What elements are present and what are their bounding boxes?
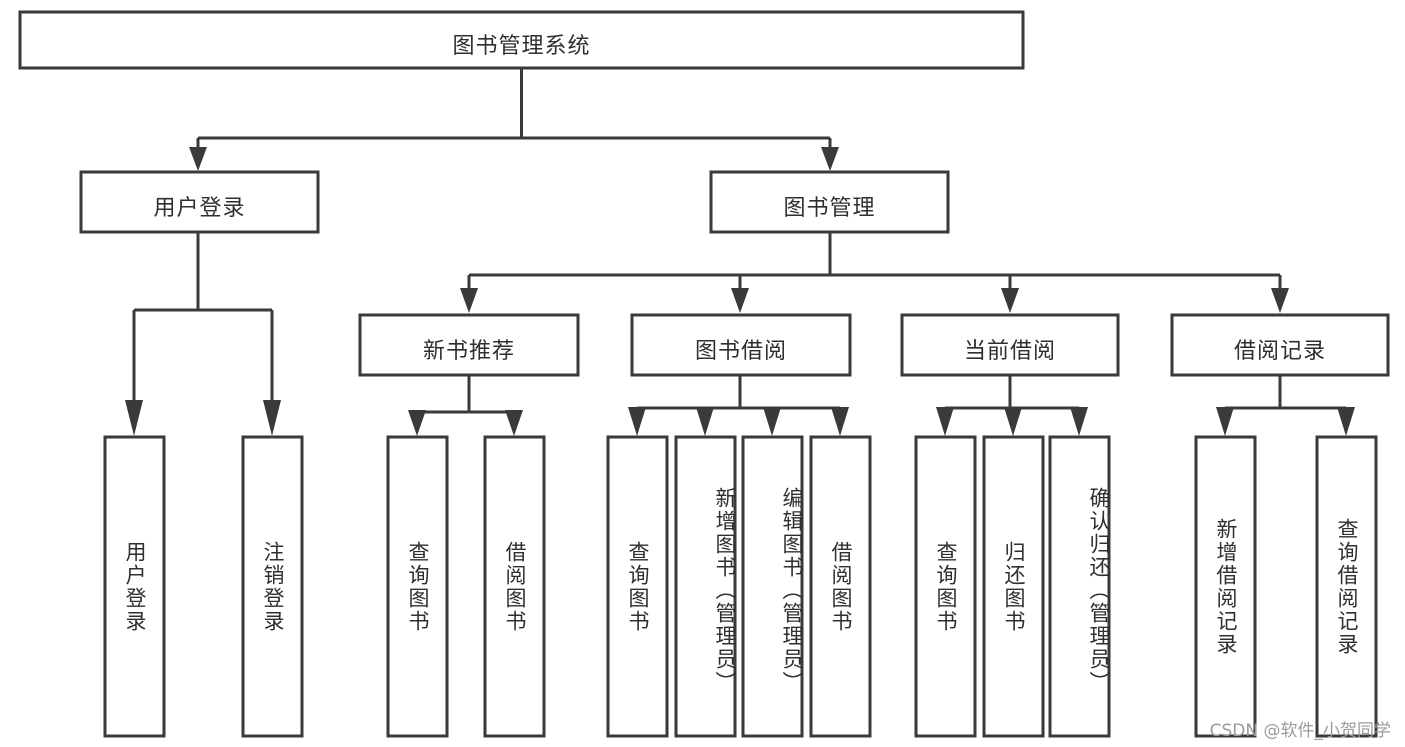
- leaf-box-current-borrow-3[interactable]: [1048, 435, 1111, 738]
- arrowhead-bookborrow-leaf-3: [763, 407, 781, 436]
- arrowhead-borrowrecord-leaf-1: [1216, 407, 1234, 436]
- arrowhead-bookborrow: [731, 288, 749, 313]
- arrowhead-borrowrecord: [1271, 288, 1289, 313]
- arrowhead-newbook-leaf-1: [408, 410, 426, 436]
- node-root-box[interactable]: [18, 10, 1025, 70]
- arrowhead-newbook: [460, 288, 478, 313]
- leaf-box-book-borrow-1[interactable]: [606, 435, 669, 738]
- node-book-management-box[interactable]: [709, 170, 950, 234]
- connector-group: [125, 68, 1355, 436]
- leaf-box-book-borrow-2[interactable]: [674, 435, 737, 738]
- leaf-box-borrow-record-1[interactable]: [1194, 435, 1257, 738]
- node-book-borrow-box[interactable]: [630, 313, 852, 377]
- leaf-box-book-borrow-3[interactable]: [741, 435, 804, 738]
- leaf-box-user-login-2[interactable]: [241, 435, 304, 738]
- leaf-box-book-borrow-4[interactable]: [809, 435, 872, 738]
- node-box-group: [18, 10, 1390, 738]
- leaf-box-new-book-1[interactable]: [386, 435, 449, 738]
- arrowhead-currentborrow: [1001, 288, 1019, 313]
- node-borrow-record-box[interactable]: [1170, 313, 1390, 377]
- arrowhead-currentborrow-leaf-2: [1004, 407, 1022, 436]
- arrowhead-currentborrow-leaf-3: [1070, 407, 1088, 436]
- arrowhead-userlogin: [189, 147, 207, 171]
- arrowhead-bookmgmt: [821, 147, 839, 171]
- node-current-borrow-box[interactable]: [900, 313, 1120, 377]
- arrowhead-logout-leaf: [263, 400, 281, 436]
- leaf-box-borrow-record-2[interactable]: [1315, 435, 1378, 738]
- arrowhead-newbook-leaf-2: [505, 410, 523, 436]
- leaf-box-new-book-2[interactable]: [483, 435, 546, 738]
- leaf-box-current-borrow-2[interactable]: [982, 435, 1045, 738]
- arrowhead-borrowrecord-leaf-2: [1337, 407, 1355, 436]
- arrowhead-bookborrow-leaf-4: [831, 407, 849, 436]
- leaf-box-current-borrow-1[interactable]: [914, 435, 977, 738]
- arrowhead-bookborrow-leaf-1: [628, 407, 646, 436]
- node-user-login-box[interactable]: [79, 170, 320, 234]
- arrowhead-user-login-leaf: [125, 400, 143, 436]
- node-new-book-recommend-box[interactable]: [358, 313, 580, 377]
- leaf-box-user-login-1[interactable]: [103, 435, 166, 738]
- arrowhead-currentborrow-leaf-1: [936, 407, 954, 436]
- arrowhead-bookborrow-leaf-2: [696, 407, 714, 436]
